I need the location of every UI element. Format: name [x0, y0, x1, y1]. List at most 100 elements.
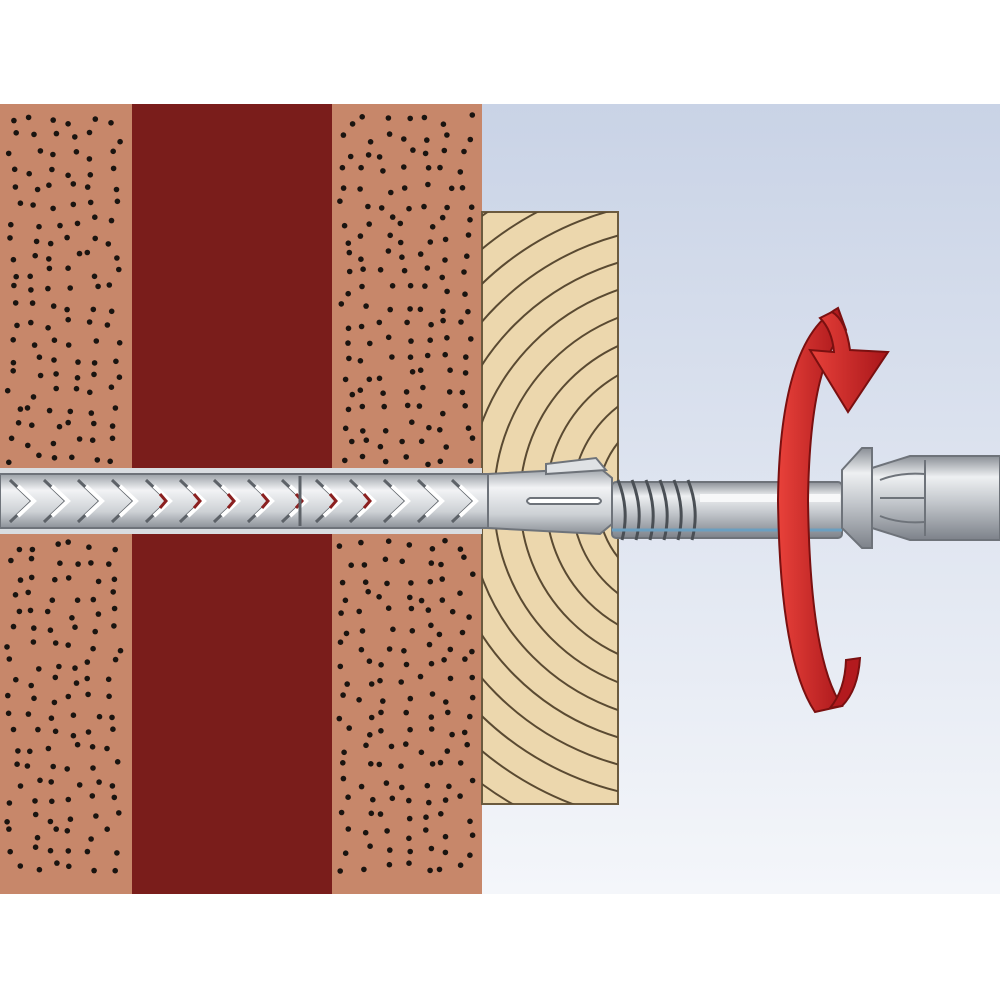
brick-pore	[359, 628, 366, 634]
brick-pore	[382, 428, 389, 434]
brick-pore	[117, 138, 123, 145]
brick-pore	[32, 798, 38, 804]
brick-pore	[385, 115, 392, 121]
brick-pore	[36, 866, 43, 873]
brick-pore	[50, 440, 57, 447]
brick-pore	[438, 811, 444, 817]
brick-pore	[428, 622, 434, 629]
brick-pore	[114, 255, 120, 261]
brick-pore	[111, 623, 117, 629]
brick-pore	[70, 181, 77, 187]
brick-pore	[399, 784, 405, 791]
plug-chevron-highlight	[288, 484, 309, 518]
brick-pore	[361, 866, 367, 873]
brick-pore	[75, 359, 81, 365]
plug-chevron-highlight	[118, 484, 139, 518]
brick-pore	[33, 238, 40, 245]
brick-pore	[469, 648, 475, 655]
brick-pore	[363, 742, 369, 749]
plug-chevron-core	[192, 493, 202, 509]
brick-pore	[345, 826, 352, 832]
brick-pore	[93, 338, 100, 344]
brick-pore	[86, 129, 93, 136]
brick-pore	[465, 308, 471, 315]
brick-pore	[69, 454, 75, 461]
brick-pore	[107, 458, 113, 465]
brick-pore	[65, 121, 71, 127]
brick-pore	[108, 308, 115, 315]
brick-pore	[467, 713, 473, 720]
brick-pore	[84, 848, 91, 855]
brick-pore	[398, 679, 405, 685]
brick-pore	[109, 423, 116, 429]
brick-pore	[401, 648, 407, 654]
brick-pore	[31, 695, 37, 702]
brick-pore	[53, 371, 59, 377]
brick-pore	[24, 763, 31, 769]
brick-pore	[104, 826, 110, 832]
brick-pore	[384, 828, 390, 834]
brick-pore	[439, 274, 446, 281]
brick-pore	[6, 656, 13, 662]
brick-pore	[367, 139, 374, 145]
brick-pore	[397, 239, 404, 246]
brick-pore	[424, 137, 430, 143]
brick-pore	[459, 389, 466, 396]
brick-pore	[346, 249, 353, 256]
brick-pore	[116, 340, 123, 346]
brick-pore	[28, 682, 34, 689]
brick-pore	[359, 283, 365, 290]
brick-pore	[403, 389, 410, 395]
brick-pore	[109, 435, 116, 442]
brick-pore	[403, 741, 409, 747]
brick-pore	[362, 579, 369, 585]
brick-pore	[443, 699, 449, 705]
brick-pore	[88, 836, 94, 842]
brick-pore	[368, 761, 374, 767]
brick-pore	[358, 783, 365, 790]
brick-pore	[65, 316, 71, 323]
brick-pore	[457, 793, 463, 799]
brick-pore	[50, 763, 56, 770]
brick-pore	[12, 184, 19, 190]
brick-pore	[345, 340, 351, 346]
brick-pore	[428, 714, 435, 720]
brick-pore	[108, 217, 115, 224]
brick-pore	[338, 301, 345, 307]
brick-pore	[421, 114, 428, 121]
brick-pore	[8, 557, 14, 564]
brick-pore	[342, 597, 349, 604]
brick-pore	[469, 112, 476, 118]
brick-pore	[429, 224, 436, 230]
brick-pore	[108, 384, 115, 391]
brick-pore	[13, 130, 19, 136]
brick-pore	[26, 170, 32, 177]
brick-pore	[16, 608, 23, 615]
brick-pore	[13, 273, 19, 280]
thread-turn	[658, 479, 669, 541]
brick-pore	[356, 697, 362, 703]
brick-pore	[90, 306, 97, 313]
brick-pore	[89, 793, 96, 799]
brick-pore	[467, 852, 473, 858]
wall-plug	[0, 468, 501, 534]
brick-pore	[46, 256, 52, 262]
brick-pore	[17, 406, 24, 412]
brick-pore	[418, 438, 425, 445]
brick-pore	[4, 819, 10, 825]
brick-pore	[76, 250, 83, 257]
brick-pore	[422, 150, 429, 157]
brick-pore	[10, 337, 16, 343]
brick-pore	[96, 779, 102, 785]
brick-pore	[387, 232, 394, 239]
brick-pore	[468, 204, 475, 210]
brick-pore	[408, 580, 414, 586]
brick-pore	[31, 625, 37, 631]
brick-pore	[404, 319, 410, 326]
brick-pore	[410, 147, 416, 153]
brick-pore	[113, 186, 120, 193]
brick-pore	[380, 168, 386, 174]
brick-pore	[87, 199, 94, 206]
brick-pore	[366, 376, 373, 383]
brick-pore	[426, 641, 433, 648]
